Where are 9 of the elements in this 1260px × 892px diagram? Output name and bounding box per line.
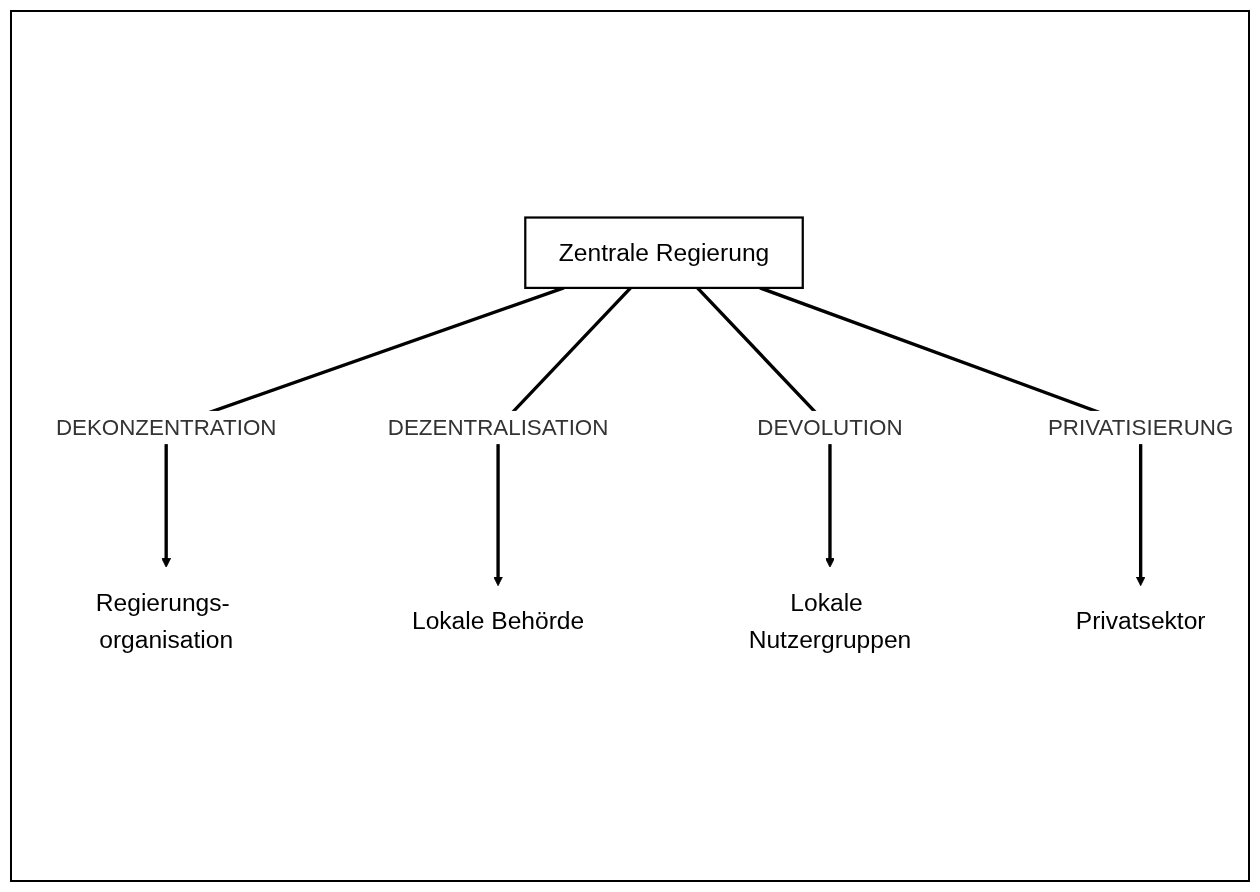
node-box: Zentrale Regierung: [524, 216, 804, 290]
node-text: Privatsektor: [1075, 606, 1206, 635]
node-text: Lokale Behörde: [411, 606, 585, 635]
edge-label: DEKONZENTRATION: [55, 415, 277, 440]
edge-label: PRIVATISIERUNG: [1047, 415, 1234, 440]
edge-label: DEVOLUTION: [757, 415, 903, 440]
node-text: Lokale Nutzergruppen: [748, 588, 912, 654]
node-text: Regierungs- organisation: [95, 588, 234, 654]
edge-label: DEZENTRALISATION: [387, 415, 609, 440]
